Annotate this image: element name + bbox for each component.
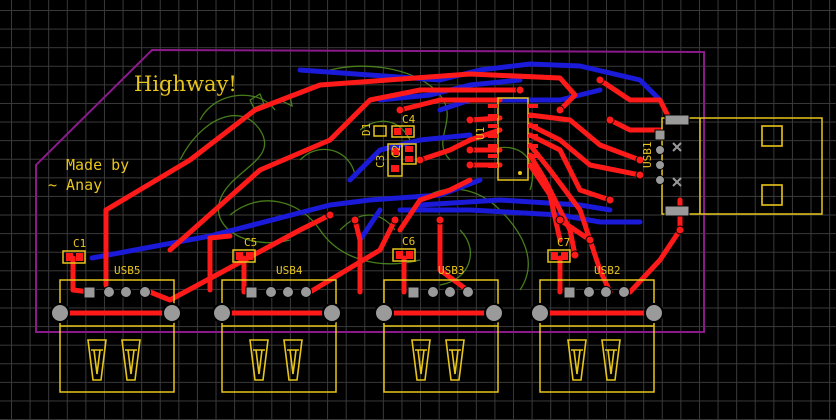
capacitor-c6[interactable]: C6	[392, 235, 416, 262]
top-copper-traces	[57, 71, 683, 316]
label-d1: D1	[360, 123, 373, 136]
label-usb1: USB1	[641, 142, 654, 169]
label-c1: C1	[73, 237, 86, 250]
usb-plug-usb1[interactable]: USB1	[641, 114, 823, 217]
bottom-copper-traces	[89, 61, 663, 261]
label-c6: C6	[402, 235, 415, 248]
passive-pads	[391, 128, 413, 172]
vias	[325, 75, 685, 260]
capacitor-c4[interactable]	[391, 125, 415, 138]
ic-u1-pads	[488, 104, 538, 168]
credit-line-2: ~ Anay	[48, 176, 102, 194]
label-usb4: USB4	[276, 264, 303, 277]
passives-cluster[interactable]	[373, 125, 417, 177]
capacitor-c2[interactable]	[401, 143, 417, 165]
usb-port-usb5[interactable]: USB5	[50, 264, 182, 393]
label-u1: U1	[474, 127, 487, 140]
capacitor-c1[interactable]: C1	[62, 237, 86, 264]
label-usb3: USB3	[438, 264, 465, 277]
label-usb5: USB5	[114, 264, 141, 277]
capacitor-c5[interactable]: C5	[232, 236, 257, 263]
ic-u1[interactable]: U1	[474, 97, 538, 181]
label-c2: C2	[390, 145, 403, 158]
label-usb2: USB2	[594, 264, 621, 277]
credit-line-1: Made by	[66, 156, 129, 174]
label-c3: C3	[374, 155, 387, 168]
board-title: Highway!	[134, 72, 237, 96]
board-outline	[35, 48, 705, 333]
label-c7: C7	[557, 236, 570, 249]
usb-port-usb3[interactable]: USB3	[374, 264, 504, 393]
usb-port-usb2[interactable]: USB2	[530, 264, 664, 393]
diode-d1[interactable]	[373, 125, 387, 137]
usb-port-usb4[interactable]: USB4	[212, 264, 342, 393]
label-c5: C5	[244, 236, 257, 249]
capacitor-c7[interactable]: C7	[547, 236, 571, 263]
label-c4: C4	[402, 113, 416, 126]
